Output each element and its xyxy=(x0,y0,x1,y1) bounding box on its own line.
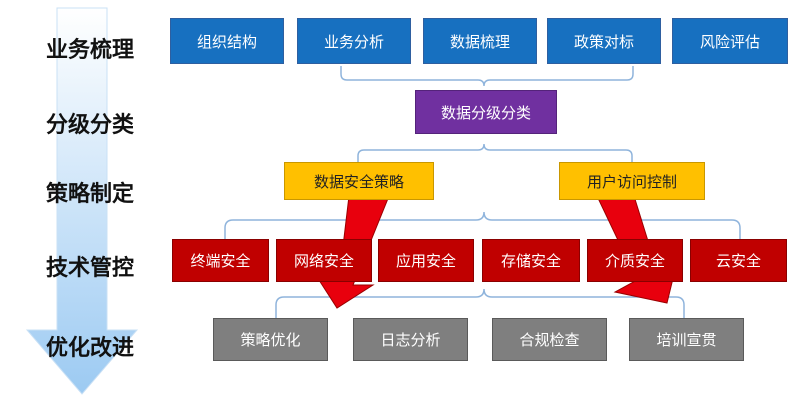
node-data-security-strategy: 数据安全策略 xyxy=(284,162,434,200)
node-network-security: 网络安全 xyxy=(276,239,372,282)
node-log-analysis: 日志分析 xyxy=(353,318,468,361)
node-policy-optimization: 策略优化 xyxy=(213,318,328,361)
node-application-security: 应用安全 xyxy=(378,239,474,282)
stage-label-strategy: 策略制定 xyxy=(45,182,134,207)
node-media-security: 介质安全 xyxy=(587,239,683,282)
connector-tech-to-improvements xyxy=(275,288,685,318)
stage-label-tech: 技术管控 xyxy=(45,256,134,281)
node-data-classification: 数据分级分类 xyxy=(415,90,557,134)
node-training-promotion: 培训宣贯 xyxy=(629,318,744,361)
connector-strategies-to-tech xyxy=(224,211,741,240)
node-data-inventory: 数据梳理 xyxy=(423,18,537,64)
node-cloud-security: 云安全 xyxy=(690,239,787,282)
stage-flow-arrow xyxy=(25,7,139,395)
node-org-structure: 组织结构 xyxy=(170,18,284,64)
node-user-access-control: 用户访问控制 xyxy=(559,162,705,200)
stage-label-business: 业务梳理 xyxy=(45,38,134,63)
node-risk-assessment: 风险评估 xyxy=(672,18,788,64)
stage-label-improve: 优化改进 xyxy=(45,336,134,361)
stage-label-classification: 分级分类 xyxy=(45,113,134,138)
node-compliance-check: 合规检查 xyxy=(492,318,607,361)
node-endpoint-security: 终端安全 xyxy=(172,239,269,282)
node-policy-benchmark: 政策对标 xyxy=(547,18,661,64)
node-business-analysis: 业务分析 xyxy=(297,18,411,64)
node-storage-security: 存储安全 xyxy=(482,239,580,282)
connector-classification-to-strategies xyxy=(357,143,633,162)
connector-business-to-classification xyxy=(340,66,634,87)
